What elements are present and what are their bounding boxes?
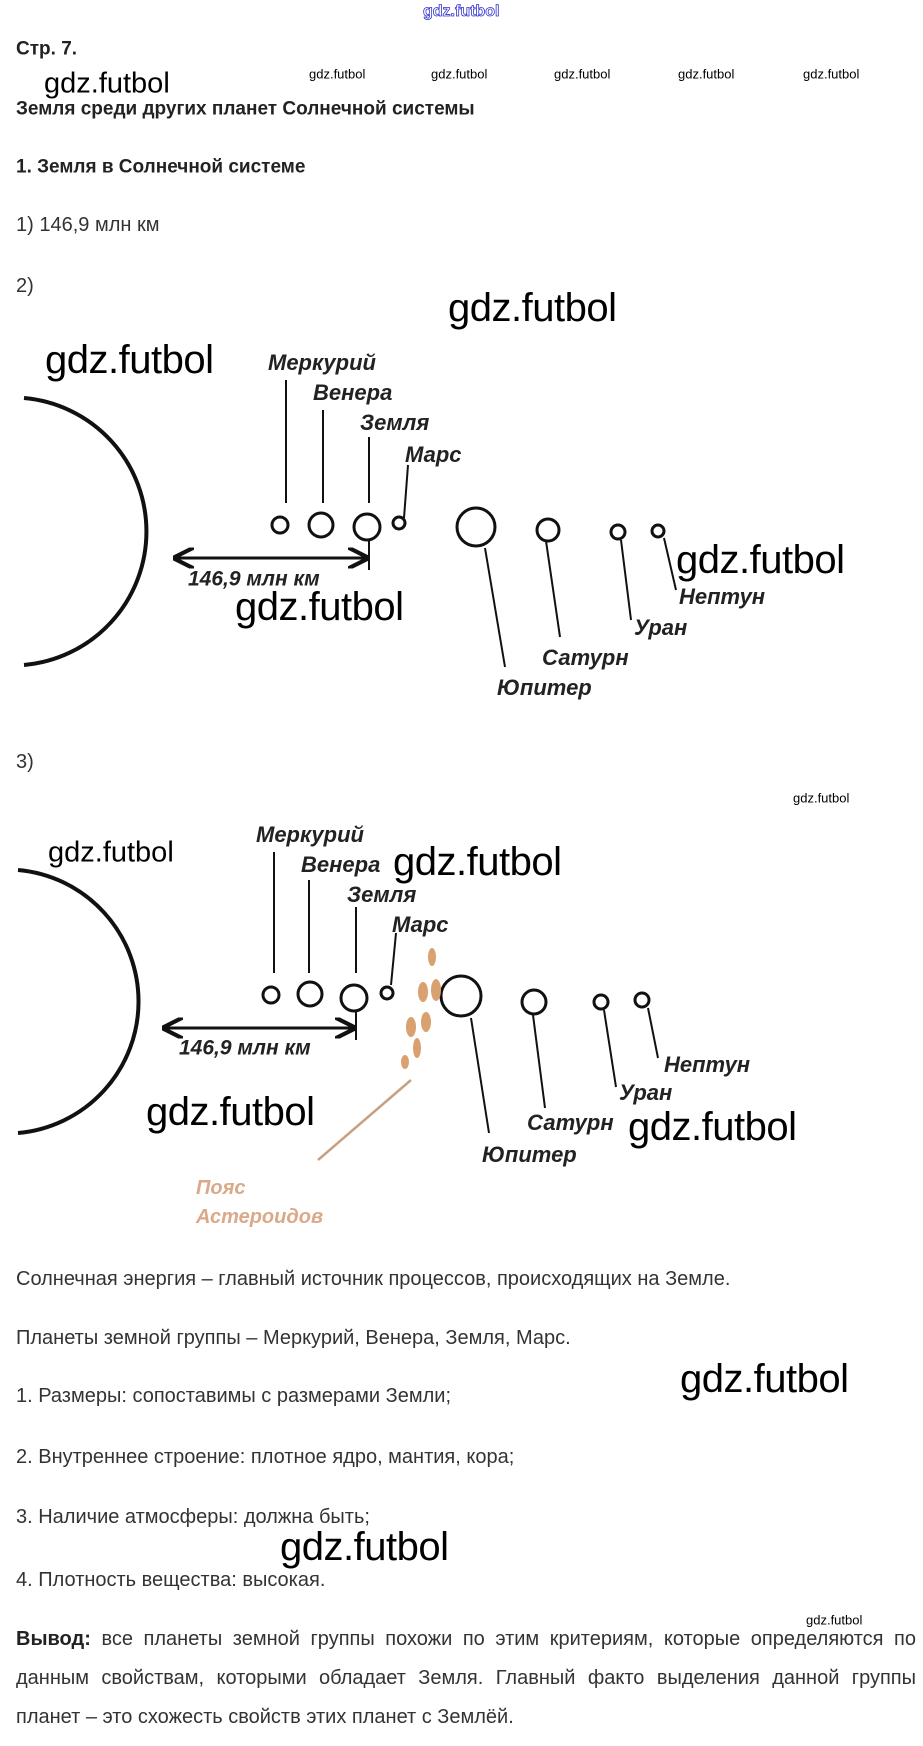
mercury (261, 985, 281, 1005)
asteroid-belt (401, 948, 441, 1069)
watermark-top: gdz.futbol (423, 3, 500, 20)
mars (391, 515, 407, 531)
watermark: gdz.futbol (280, 1525, 449, 1569)
watermark: gdz.futbol (146, 1090, 315, 1134)
watermark: gdz.futbol (676, 538, 845, 582)
label-venus: Венера (301, 852, 381, 877)
watermark: gdz.futbol (235, 585, 404, 629)
label-earth: Земля (360, 410, 430, 435)
label-jupiter: Юпитер (497, 675, 592, 700)
label-mars: Марс (405, 442, 462, 467)
label-earth: Земля (347, 882, 417, 907)
label-mercury: Меркурий (256, 822, 364, 847)
jupiter (439, 974, 483, 1018)
watermark: gdz.futbol (678, 66, 735, 82)
watermark: gdz.futbol (628, 1105, 797, 1149)
criterion-item: 4. Плотность вещества: высокая. (16, 1569, 326, 1591)
sun-arc (17, 868, 141, 1135)
label-mercury: Меркурий (268, 350, 376, 375)
answer-2-label: 2) (16, 275, 34, 297)
label-uranus: Уран (634, 615, 688, 640)
earth (352, 512, 382, 542)
watermark: gdz.futbol (431, 66, 488, 82)
criterion-item: 1. Размеры: сопоставимы с размерами Земл… (16, 1385, 451, 1407)
jupiter (455, 506, 497, 548)
watermark: gdz.futbol (309, 66, 366, 82)
criterion-item: 3. Наличие атмосферы: должна быть; (16, 1506, 370, 1528)
answer-3-label: 3) (16, 751, 34, 773)
uranus (609, 523, 627, 541)
neptune (650, 523, 666, 539)
distance-label: 146,9 млн км (179, 1036, 311, 1060)
watermark: gdz.futbol (554, 66, 611, 82)
mars (379, 985, 395, 1001)
earth (339, 983, 369, 1013)
watermark: gdz.futbol (44, 67, 170, 100)
label-saturn: Сатурн (542, 645, 629, 670)
asteroid-belt-label: Астероидов (196, 1206, 324, 1228)
watermark: gdz.futbol (803, 66, 860, 82)
saturn (520, 988, 548, 1016)
page-title: Земля среди других планет Солнечной сист… (16, 98, 475, 120)
conclusion-text: все планеты земной группы похожи по этим… (16, 1628, 917, 1728)
distance-label: 146,9 млн км (188, 567, 320, 591)
venus (296, 980, 324, 1008)
asteroid-pointer (317, 1079, 412, 1161)
watermark: gdz.futbol (806, 1612, 863, 1628)
neptune (633, 991, 651, 1009)
label-mars: Марс (392, 912, 449, 937)
label-jupiter: Юпитер (482, 1142, 577, 1167)
watermark: gdz.futbol (393, 840, 562, 884)
label-uranus: Уран (619, 1080, 673, 1105)
venus (307, 511, 335, 539)
sun-arc (23, 396, 149, 667)
saturn (535, 517, 561, 543)
section-title: 1. Земля в Солнечной системе (16, 156, 306, 178)
solar-energy-text: Солнечная энергия – главный источник про… (16, 1268, 731, 1290)
label-neptune: Нептун (679, 584, 766, 609)
watermark: gdz.futbol (793, 790, 850, 806)
asteroid-belt-label: Пояс (196, 1177, 246, 1199)
watermark: gdz.futbol (45, 338, 214, 382)
uranus (592, 993, 610, 1011)
conclusion: Вывод: все планеты земной группы похожи … (16, 1620, 916, 1737)
mercury (270, 515, 290, 535)
terrestrial-planets-text: Планеты земной группы – Меркурий, Венера… (16, 1327, 571, 1349)
diagram-1 (23, 380, 677, 668)
watermark: gdz.futbol (680, 1357, 849, 1401)
criterion-item: 2. Внутреннее строение: плотное ядро, ма… (16, 1446, 515, 1468)
page-number: Стр. 7. (16, 38, 78, 60)
label-saturn: Сатурн (527, 1110, 614, 1135)
answer-1: 1) 146,9 млн км (16, 214, 160, 236)
label-neptune: Нептун (664, 1052, 751, 1077)
diagram-2 (17, 852, 659, 1161)
label-venus: Венера (313, 380, 393, 405)
watermark: gdz.futbol (448, 286, 617, 330)
conclusion-label: Вывод: (16, 1628, 91, 1650)
watermark: gdz.futbol (48, 836, 174, 869)
